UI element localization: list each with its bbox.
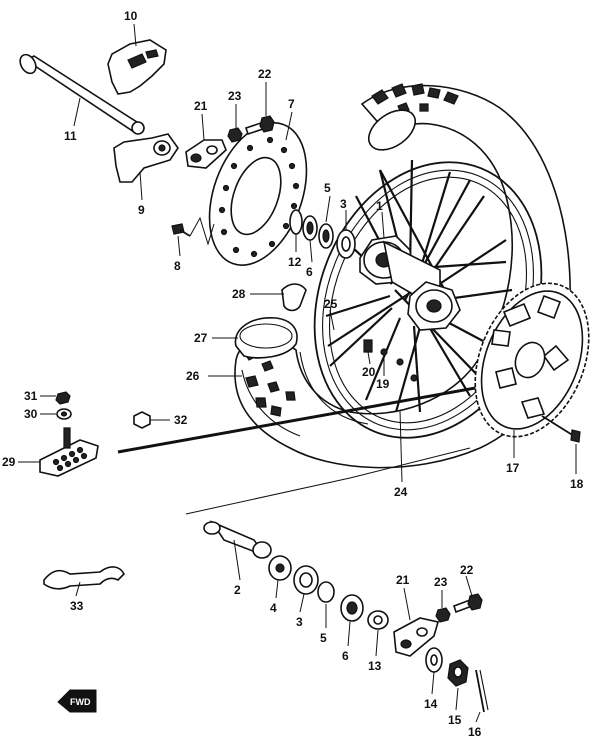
callout-29: 29 (2, 455, 16, 469)
callout-10: 10 (124, 9, 138, 23)
callout-22-upper: 22 (258, 67, 272, 81)
rim-band-line (117, 378, 521, 454)
callout-23-lower: 23 (434, 575, 448, 589)
callout-20: 20 (362, 365, 376, 379)
spoke-nipples (380, 348, 418, 382)
callout-30: 30 (24, 407, 38, 421)
brake-disc (208, 122, 308, 266)
rim-lock-nut (55, 391, 71, 405)
inner-tube (234, 317, 298, 359)
callout-32: 32 (174, 413, 188, 427)
callout-23-upper: 23 (228, 89, 242, 103)
valve-stem (363, 339, 373, 353)
valve-cap (133, 411, 151, 429)
axle (19, 53, 145, 135)
callout-18: 18 (570, 477, 584, 491)
callout-15: 15 (448, 713, 462, 727)
axle-centerline (185, 447, 471, 515)
callout-19: 19 (376, 377, 390, 391)
upper-bearing-group (289, 209, 356, 259)
leader-lines (18, 23, 577, 723)
callout-7: 7 (288, 97, 295, 111)
callout-5-upper: 5 (324, 181, 331, 195)
callout-21-upper: 21 (194, 99, 208, 113)
callout-8: 8 (174, 259, 181, 273)
callout-3-upper: 3 (340, 197, 347, 211)
spoke-wrench (43, 566, 125, 590)
axle-spacer (203, 520, 272, 559)
cotter-pin (475, 669, 489, 713)
callout-13: 13 (368, 659, 382, 673)
adjuster-nut-lower (435, 607, 451, 623)
callout-14: 14 (424, 697, 438, 711)
callout-31: 31 (24, 389, 38, 403)
callout-33: 33 (70, 599, 84, 613)
brake-disc-holes (218, 136, 300, 258)
callout-2: 2 (234, 583, 241, 597)
fwd-label: FWD (70, 697, 91, 707)
arrow-left-icon (57, 689, 97, 713)
callout-6-upper: 6 (306, 265, 313, 279)
chain-adjuster-plate (107, 39, 167, 95)
callout-24: 24 (394, 485, 408, 499)
rear-sprocket (474, 282, 590, 438)
callout-1: 1 (376, 199, 383, 213)
callout-26: 26 (186, 369, 200, 383)
callout-9: 9 (138, 203, 145, 217)
chain-adjuster-lower (393, 617, 440, 657)
caliper-bracket (113, 133, 179, 183)
chain-adjuster-upper (185, 139, 227, 169)
axle-nut (447, 659, 469, 687)
axle-washer (425, 647, 443, 673)
rim-band (281, 283, 307, 312)
callout-3-lower: 3 (296, 615, 303, 629)
callout-21-lower: 21 (396, 573, 410, 587)
callout-numbers: 1 2 3 3 4 5 5 6 6 7 8 9 10 11 12 13 14 1… (2, 9, 584, 739)
adjuster-nut-upper (227, 127, 243, 143)
callout-25: 25 (324, 297, 338, 311)
callout-6-lower: 6 (342, 649, 349, 663)
callout-5-lower: 5 (320, 631, 327, 645)
callout-27: 27 (194, 331, 208, 345)
rim-lock (39, 427, 99, 477)
callout-22-lower: 22 (460, 563, 474, 577)
sprocket-bolt (541, 415, 581, 443)
adjuster-bolt-lower (452, 593, 483, 614)
callout-17: 17 (506, 461, 520, 475)
hub (359, 235, 461, 331)
callout-12: 12 (288, 255, 302, 269)
callout-16: 16 (468, 725, 482, 739)
callout-11: 11 (64, 129, 77, 143)
callout-28: 28 (232, 287, 246, 301)
rim-lock-washer (56, 408, 72, 420)
callout-4: 4 (270, 601, 277, 615)
disc-bolt (171, 216, 215, 246)
lower-bearing-group (268, 555, 389, 630)
adjuster-bolt-upper (244, 115, 275, 136)
fwd-badge: FWD (57, 689, 97, 713)
